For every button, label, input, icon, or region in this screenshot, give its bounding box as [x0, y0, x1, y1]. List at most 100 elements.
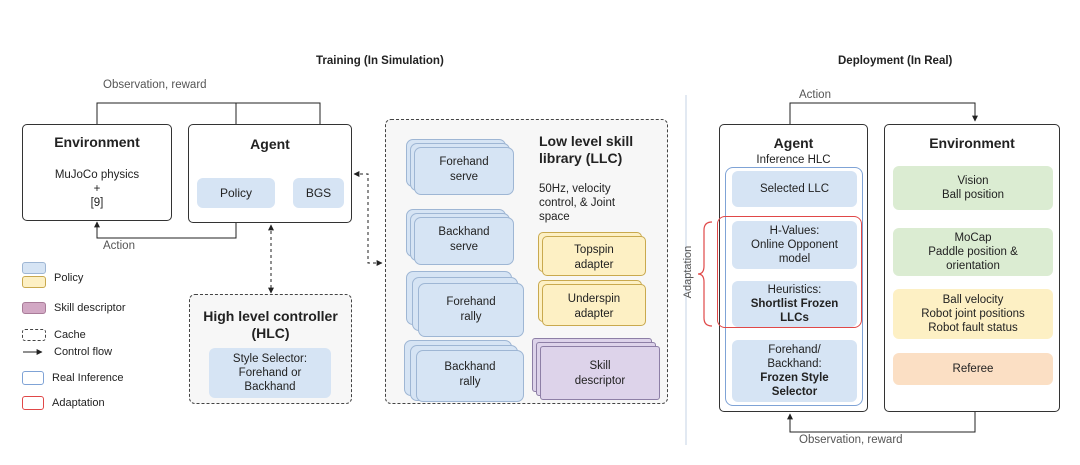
llc-card-forehand-serve: Forehand serve	[414, 147, 514, 195]
deploy-action-arrow	[789, 102, 978, 124]
llc-card-forehand-rally: Forehand rally	[418, 283, 524, 337]
style-line-2: Backhand:	[767, 358, 822, 370]
legend-real-inference: Real Inference	[22, 371, 124, 385]
ball-line-3: Robot fault status	[928, 322, 1018, 334]
legend-skill-label: Skill descriptor	[54, 302, 126, 314]
llc-card-line-1: Forehand	[439, 156, 489, 168]
legend-policy-swatch	[22, 262, 46, 288]
llc-desc-line-3: space	[539, 211, 570, 223]
style-selector-block: Style Selector: Forehand or Backhand	[209, 348, 331, 398]
llc-card-line-2: serve	[449, 171, 479, 183]
style-line-1: Forehand/	[768, 344, 821, 356]
inference-hlc-outline	[725, 167, 863, 406]
llc-card-line-1: Backhand	[444, 361, 496, 373]
training-agent-box: Agent	[188, 124, 352, 223]
llc-card-line-2: serve	[449, 241, 479, 253]
skill-line-2: descriptor	[574, 375, 626, 387]
llc-card-line-2: rally	[459, 376, 481, 388]
legend-adaptation-swatch	[22, 396, 44, 410]
policy-block: Policy	[197, 178, 275, 208]
vision-block: Vision Ball position	[893, 166, 1053, 210]
hlc-title-line-1: High level controller	[203, 308, 338, 324]
legend-policy-label: Policy	[54, 272, 84, 284]
environment-line-2: +	[93, 183, 101, 195]
legend-inference-label: Real Inference	[52, 372, 124, 384]
skill-descriptor-card: Skill descriptor	[540, 346, 660, 400]
hvalues-line-2: Online Opponent	[751, 239, 838, 251]
hvalues-line-1: H-Values:	[769, 225, 820, 237]
llc-desc-line-2: control, & Joint	[539, 197, 616, 209]
llc-card-backhand-serve: Backhand serve	[414, 217, 514, 265]
underspin-line-1: Underspin	[567, 293, 621, 305]
frozen-style-selector-block: Forehand/ Backhand: Frozen Style Selecto…	[732, 340, 857, 402]
llc-title: Low level skill library (LLC)	[539, 133, 633, 167]
agent-title: Agent	[250, 136, 290, 152]
ball-line-1: Ball velocity	[942, 294, 1004, 306]
legend-cache: Cache	[22, 329, 86, 341]
environment-line-3: [9]	[90, 197, 104, 209]
underspin-adapter: Underspin adapter	[542, 284, 646, 326]
deploy-action-label: Action	[799, 89, 831, 101]
control-flow-arrow-icon	[23, 349, 43, 355]
hvalues-line-3: model	[778, 253, 811, 265]
legend-cache-swatch	[22, 329, 46, 341]
legend-skill-swatch	[22, 302, 46, 314]
heuristics-line-3: LLCs	[780, 312, 809, 324]
environment-line-1: MuJoCo physics	[54, 169, 140, 181]
topspin-line-1: Topspin	[574, 244, 614, 256]
vision-line-1: Vision	[957, 175, 989, 187]
llc-card-line-2: rally	[460, 311, 482, 323]
style-line-3: Frozen Style	[760, 372, 829, 384]
heuristics-line-2: Shortlist Frozen	[750, 298, 839, 310]
observation-label: Observation, reward	[103, 79, 207, 91]
topspin-adapter: Topspin adapter	[542, 236, 646, 276]
mocap-line-2: Paddle position &	[928, 246, 1018, 258]
legend-cache-label: Cache	[54, 329, 86, 341]
style-selector-line-2: Forehand or	[238, 367, 302, 379]
llc-title-line-1: Low level skill	[539, 133, 634, 149]
legend-control-flow: Control flow	[22, 346, 112, 358]
environment-title: Environment	[54, 134, 140, 150]
mocap-block: MoCap Paddle position & orientation	[893, 228, 1053, 276]
llc-desc-line-1: 50Hz, velocity	[539, 183, 611, 195]
legend-adaptation-label: Adaptation	[52, 397, 105, 409]
vision-line-2: Ball position	[941, 189, 1004, 201]
adaptation-brace	[697, 221, 713, 327]
deploy-observation-label: Observation, reward	[799, 434, 903, 446]
referee-block: Referee	[893, 353, 1053, 385]
legend-skill-descriptor: Skill descriptor	[22, 302, 126, 314]
deploy-agent-title: Agent	[773, 135, 814, 151]
llc-card-line-1: Backhand	[438, 226, 490, 238]
adaptation-outline	[717, 216, 862, 328]
legend-control-flow-label: Control flow	[54, 346, 113, 358]
adaptation-vertical-label: Adaptation	[682, 245, 694, 299]
hlc-title-line-2: (HLC)	[251, 325, 290, 341]
legend-inference-swatch	[22, 371, 44, 385]
heuristics-block: Heuristics: Shortlist Frozen LLCs	[732, 281, 857, 327]
deploy-agent-subtitle: Inference HLC	[756, 154, 831, 166]
bgs-block: BGS	[293, 178, 344, 208]
llc-card-line-1: Forehand	[446, 296, 496, 308]
heuristics-line-1: Heuristics:	[767, 284, 822, 296]
ball-line-2: Robot joint positions	[921, 308, 1025, 320]
llc-title-line-2: library (LLC)	[539, 150, 623, 166]
deploy-observation-arrow	[787, 412, 976, 433]
underspin-line-2: adapter	[574, 308, 614, 320]
training-title: Training (In Simulation)	[316, 55, 444, 67]
legend-adaptation: Adaptation	[22, 396, 105, 410]
training-environment-box: Environment MuJoCo physics + [9]	[22, 124, 172, 221]
style-selector-line-1: Style Selector:	[232, 353, 308, 365]
ball-velocity-block: Ball velocity Robot joint positions Robo…	[893, 289, 1053, 339]
topspin-line-2: adapter	[574, 259, 614, 271]
mocap-line-3: orientation	[946, 260, 1000, 272]
mocap-line-1: MoCap	[954, 232, 992, 244]
hvalues-block: H-Values: Online Opponent model	[732, 221, 857, 269]
style-line-4: Selector	[771, 386, 818, 398]
style-selector-line-3: Backhand	[244, 381, 296, 393]
llc-card-backhand-rally: Backhand rally	[416, 350, 524, 402]
llc-description: 50Hz, velocity control, & Joint space	[539, 182, 615, 224]
action-label: Action	[103, 240, 135, 252]
deploy-environment-title: Environment	[929, 135, 1015, 151]
skill-line-1: Skill	[589, 360, 611, 372]
action-arrow	[94, 208, 237, 239]
